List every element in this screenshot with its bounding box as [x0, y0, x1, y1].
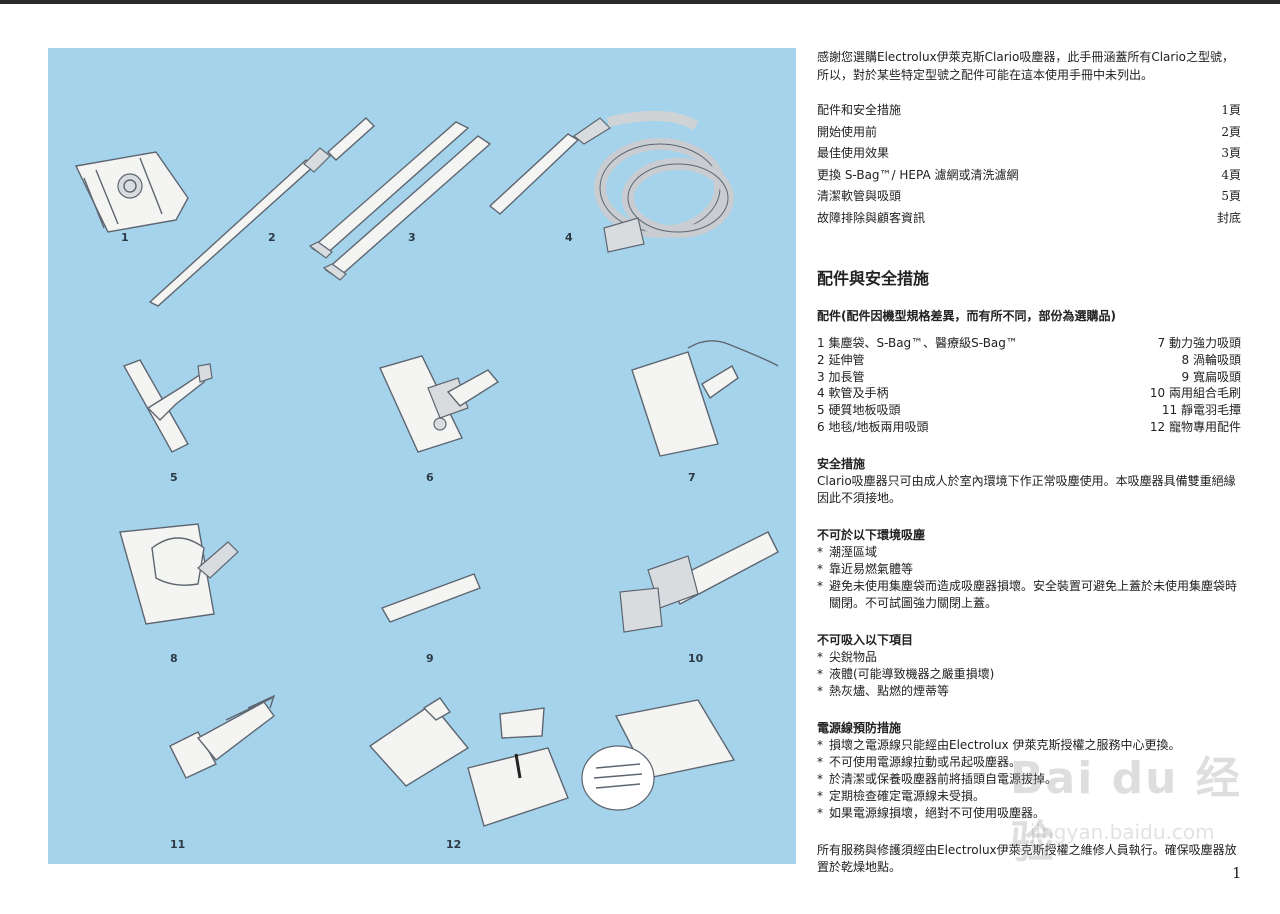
toc-label: 開始使用前 — [817, 124, 878, 139]
list-item: 10 兩用組合毛刷 — [1149, 386, 1241, 401]
accessories-title: 配件(配件因機型規格差異，而有所不同，部份為選購品) — [817, 309, 1116, 323]
suction-section: 不可吸入以下項目 尖銳物品 液體(可能導致機器之嚴重損壞) 熱灰燼、點燃的煙蒂等 — [817, 632, 1241, 700]
watermark: Bai du 经验 — [1010, 753, 1242, 868]
long-tube-illustration — [308, 121, 492, 281]
list-item: 液體(可能導致機器之嚴重損壞) — [817, 666, 1241, 683]
list-item: 損壞之電源線只能經由Electrolux 伊萊克斯授權之服務中心更換。 — [817, 737, 1241, 754]
list-item: 1 集塵袋、S-Bag™、醫療級S-Bag™ — [817, 336, 1018, 350]
list-item: 9 寬扁吸頭 — [1181, 369, 1241, 384]
toc-page: 4頁 — [1221, 167, 1241, 182]
section-heading: 配件與安全措施 — [817, 269, 930, 288]
figure-number-5: 5 — [170, 471, 178, 484]
cord-title: 電源線預防措施 — [817, 720, 902, 735]
top-border — [0, 0, 1280, 4]
list-item: 2 延伸管 — [817, 352, 865, 367]
crevice-nozzle-illustration — [380, 573, 481, 623]
list-item: 5 硬質地板吸頭 — [817, 403, 901, 418]
list-item: 潮溼區域 — [817, 544, 1241, 561]
accessories-illustration: 1 2 3 4 5 6 7 8 9 10 11 12 — [74, 110, 779, 851]
figure-number-12: 12 — [446, 838, 461, 851]
toc-row: 清潔軟管與吸頭 5頁 — [817, 186, 1241, 208]
figure-number-7: 7 — [688, 471, 696, 484]
service-note: 所有服務與修護須經由Electrolux伊萊克斯授權之維修人員執行。確保吸塵器放… — [817, 842, 1237, 874]
parts-list-right: 7 動力強力吸頭 8 渦輪吸頭 9 寬扁吸頭 10 兩用組合毛刷 11 靜電羽毛… — [1150, 335, 1241, 436]
list-item: 如果電源線損壞，絕對不可使用吸塵器。 — [817, 805, 1241, 822]
toc-page: 3頁 — [1221, 146, 1241, 160]
list-item: 於清潔或保養吸塵器前將插頭自電源拔掉。 — [817, 771, 1241, 788]
list-item: 12 寵物專用配件 — [1149, 419, 1241, 434]
list-item: 8 渦輪吸頭 — [1181, 352, 1241, 367]
toc-row: 配件和安全措施 1頁 — [817, 100, 1241, 122]
pet-accessory-illustration — [368, 697, 736, 827]
figure-number-6: 6 — [426, 471, 434, 484]
hose-illustration — [488, 110, 734, 253]
text-column: 感謝您選購Electrolux伊萊克斯Clario吸塵器，此手冊涵蓋所有Clar… — [817, 48, 1241, 876]
toc-label: 故障排除與顧客資訊 — [817, 210, 926, 225]
safety-section: 安全措施 Clario吸塵器只可由成人於室內環境下作正常吸塵使用。本吸塵器具備雙… — [817, 456, 1241, 507]
dust-bag-illustration — [74, 151, 189, 233]
toc-page: 1頁 — [1221, 103, 1241, 117]
list-item: 定期檢查確定電源線未受損。 — [817, 788, 1241, 805]
toc-label: 更換 S-Bag™/ HEPA 濾網或清洗濾網 — [817, 167, 1019, 182]
intro-paragraph: 感謝您選購Electrolux伊萊克斯Clario吸塵器，此手冊涵蓋所有Clar… — [817, 50, 1235, 82]
list-item: 靠近易燃氣體等 — [817, 561, 1241, 578]
list-item: 7 動力強力吸頭 — [1157, 336, 1241, 350]
accessories-illustration-panel: 1 2 3 4 5 6 7 8 9 10 11 12 — [48, 48, 796, 864]
toc-row: 故障排除與顧客資訊 封底 — [817, 208, 1241, 230]
list-item: 4 軟管及手柄 — [817, 386, 889, 401]
toc-label: 清潔軟管與吸頭 — [817, 189, 902, 203]
list-item: 6 地毯/地板兩用吸頭 — [817, 419, 929, 434]
safety-text: Clario吸塵器只可由成人於室內環境下作正常吸塵使用。本吸塵器具備雙重絕緣因此… — [817, 473, 1236, 505]
toc-row: 更換 S-Bag™/ HEPA 濾網或清洗濾網 4頁 — [817, 165, 1241, 187]
list-item: 11 靜電羽毛撢 — [1161, 403, 1241, 418]
turbo-nozzle-illustration — [119, 523, 239, 625]
toc-row: 開始使用前 2頁 — [817, 122, 1241, 144]
toc-page: 封底 — [1216, 210, 1241, 225]
list-item: 熱灰燼、點燃的煙蒂等 — [817, 683, 1241, 700]
figure-number-3: 3 — [408, 231, 416, 244]
safety-title: 安全措施 — [817, 456, 866, 471]
parts-list: 1 集塵袋、S-Bag™、醫療級S-Bag™ 2 延伸管 3 加長管 4 軟管及… — [817, 335, 1241, 436]
toc-row: 最佳使用效果 3頁 — [817, 143, 1241, 165]
figure-number-4: 4 — [565, 231, 573, 244]
combination-brush-illustration — [619, 531, 779, 633]
power-nozzle-illustration — [631, 340, 779, 457]
list-item: 尖銳物品 — [817, 649, 1241, 666]
page-number: 1 — [1232, 864, 1242, 882]
figure-number-10: 10 — [688, 652, 704, 665]
cord-section: 電源線預防措施 損壞之電源線只能經由Electrolux 伊萊克斯授權之服務中心… — [817, 720, 1241, 822]
hard-floor-nozzle-illustration — [122, 359, 213, 453]
toc-label: 配件和安全措施 — [817, 103, 902, 117]
list-item: 3 加長管 — [817, 369, 865, 384]
figure-number-11: 11 — [170, 838, 185, 851]
carpet-nozzle-illustration — [379, 355, 500, 453]
list-item: 不可使用電源線拉動或吊起吸塵器。 — [817, 754, 1241, 771]
figure-number-9: 9 — [426, 652, 434, 665]
environment-section: 不可於以下環境吸塵 潮溼區域 靠近易燃氣體等 避免未使用集塵袋而造成吸塵器損壞。… — [817, 527, 1241, 612]
toc-page: 2頁 — [1221, 124, 1241, 139]
figure-number-1: 1 — [121, 231, 129, 244]
environment-title: 不可於以下環境吸塵 — [817, 527, 926, 542]
watermark-url: jingyan.baidu.com — [1030, 820, 1215, 844]
extension-tube-illustration — [148, 117, 376, 307]
toc-page: 5頁 — [1221, 189, 1241, 203]
suction-title: 不可吸入以下項目 — [817, 632, 914, 647]
figure-number-2: 2 — [268, 231, 276, 244]
toc-label: 最佳使用效果 — [817, 146, 890, 160]
feather-duster-illustration — [169, 694, 276, 779]
list-item: 避免未使用集塵袋而造成吸塵器損壞。安全裝置可避免上蓋於未使用集塵袋時關閉。不可試… — [817, 578, 1241, 612]
table-of-contents: 配件和安全措施 1頁 開始使用前 2頁 最佳使用效果 3頁 更換 S-Bag™/ HE… — [817, 100, 1241, 229]
parts-list-left: 1 集塵袋、S-Bag™、醫療級S-Bag™ 2 延伸管 3 加長管 4 軟管及… — [817, 335, 1018, 436]
figure-number-8: 8 — [170, 652, 178, 665]
